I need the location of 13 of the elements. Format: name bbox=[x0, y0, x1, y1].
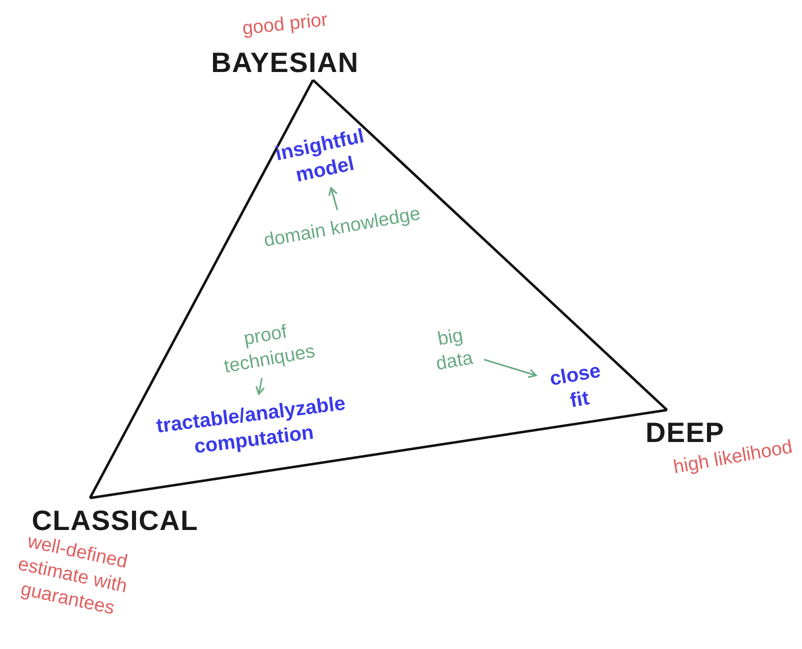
vertex-label: BAYESIAN bbox=[211, 46, 359, 80]
goal-label: close fit bbox=[547, 358, 604, 414]
triangle-side bbox=[90, 408, 668, 500]
arrow bbox=[484, 358, 537, 378]
annotation-text: good prior bbox=[240, 8, 330, 42]
triangle-side bbox=[88, 79, 314, 499]
triangle-side bbox=[312, 79, 668, 411]
goal-label: insightful model bbox=[272, 124, 368, 189]
means-label: proof techniques bbox=[221, 320, 318, 380]
means-label: big data bbox=[433, 324, 476, 377]
arrow bbox=[255, 378, 265, 395]
arrow bbox=[328, 187, 338, 210]
means-label: domain knowledge bbox=[262, 202, 423, 254]
